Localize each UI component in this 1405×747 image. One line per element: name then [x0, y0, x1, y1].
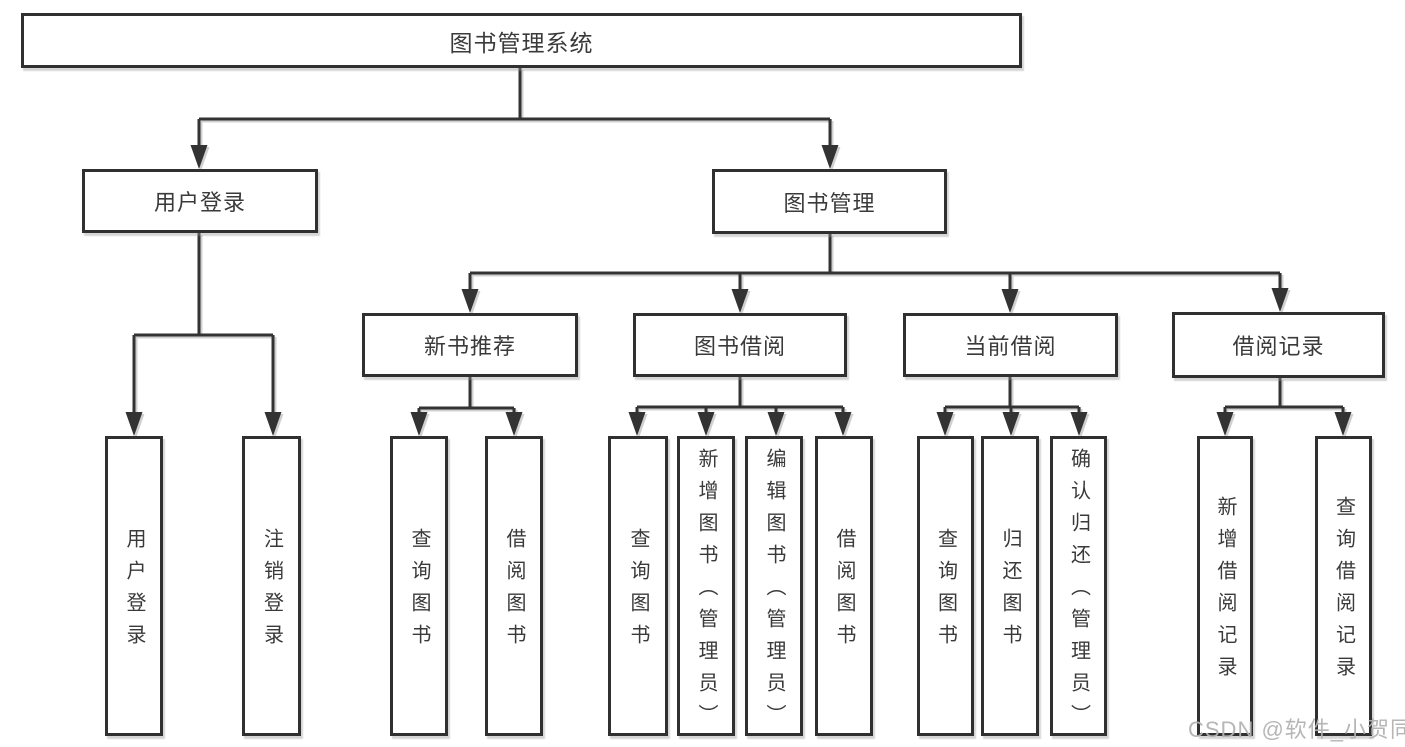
leaf-user-login: 用户登录	[105, 436, 163, 736]
leaf-edit-books-admin-label: 编辑图书（管理员）	[763, 448, 785, 736]
node-library-system: 图书管理系统	[21, 13, 1022, 68]
leaf-add-books-admin: 新增图书（管理员）	[677, 436, 735, 736]
arrowheads	[125, 145, 1352, 436]
node-current-borrowing-label: 当前借阅	[964, 334, 1057, 359]
node-book-management-label: 图书管理	[783, 190, 876, 216]
leaf-add-books-admin-label: 新增图书（管理员）	[695, 448, 717, 736]
leaf-add-borrow-record: 新增借阅记录	[1197, 436, 1253, 736]
leaf-logout: 注销登录	[242, 436, 301, 736]
leaf-add-borrow-record-label: 新增借阅记录	[1214, 496, 1236, 688]
leaf-query-books-current-label: 查询图书	[934, 528, 957, 656]
leaf-borrow-books-label: 借阅图书	[833, 528, 855, 656]
leaf-edit-books-admin: 编辑图书（管理员）	[745, 436, 803, 736]
leaf-query-books-borrowing-label: 查询图书	[627, 528, 649, 656]
leaf-borrow-books: 借阅图书	[815, 436, 873, 736]
leaf-query-books-recommend: 查询图书	[390, 436, 448, 736]
node-book-borrowing-label: 图书借阅	[693, 334, 786, 359]
csdn-watermark: CSDN @软件_小贺同学	[1188, 717, 1405, 742]
node-user-login: 用户登录	[82, 169, 318, 233]
leaf-query-borrow-record: 查询借阅记录	[1315, 436, 1372, 736]
connector-paths	[132, 68, 1345, 417]
node-current-borrowing: 当前借阅	[903, 313, 1118, 377]
leaf-borrow-books-recommend: 借阅图书	[485, 436, 543, 736]
leaf-logout-label: 注销登录	[260, 528, 283, 656]
node-borrowing-records-label: 借阅记录	[1232, 334, 1325, 359]
node-book-borrowing: 图书借阅	[633, 313, 847, 377]
leaf-return-books: 归还图书	[981, 436, 1039, 736]
leaf-return-books-label: 归还图书	[999, 528, 1021, 656]
leaf-borrow-books-recommend-label: 借阅图书	[503, 528, 525, 656]
node-borrowing-records: 借阅记录	[1172, 312, 1385, 378]
node-library-system-label: 图书管理系统	[449, 29, 594, 56]
leaf-query-books-borrowing: 查询图书	[608, 436, 668, 736]
leaf-confirm-return-admin: 确认归还（管理员）	[1050, 436, 1107, 736]
leaf-query-borrow-record-label: 查询借阅记录	[1332, 496, 1355, 688]
node-user-login-label: 用户登录	[153, 190, 246, 215]
leaf-confirm-return-admin-label: 确认归还（管理员）	[1067, 448, 1090, 736]
leaf-query-books-current: 查询图书	[917, 436, 974, 736]
node-book-management: 图书管理	[712, 169, 947, 234]
leaf-user-login-label: 用户登录	[123, 528, 145, 656]
leaf-query-books-recommend-label: 查询图书	[408, 528, 430, 656]
node-new-book-recommend: 新书推荐	[362, 313, 578, 377]
node-new-book-recommend-label: 新书推荐	[423, 334, 516, 359]
